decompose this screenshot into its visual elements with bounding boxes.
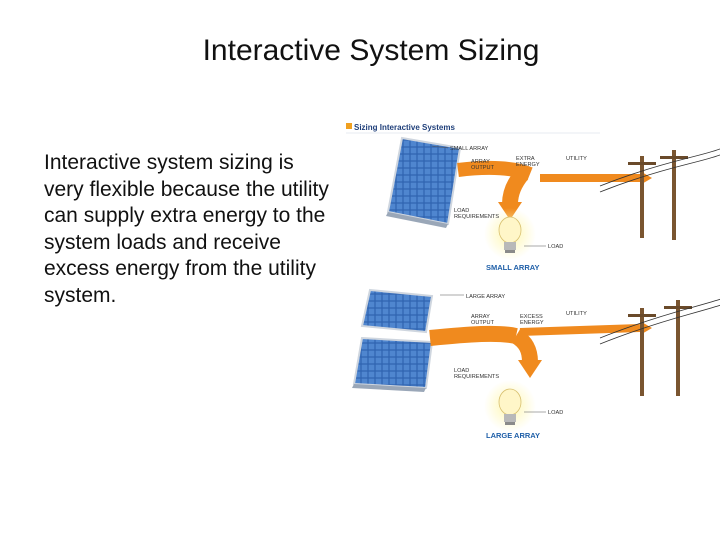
large-array-panel: LARGE ARRAY ARRAY OUTPUT EXCESS ENERGY U… <box>352 288 720 440</box>
large-load-label: LOAD <box>548 410 563 416</box>
diagram-header: Sizing Interactive Systems <box>346 123 600 134</box>
solar-panel-icon <box>386 136 462 228</box>
small-load-requirements-label-1: LOAD <box>454 208 469 214</box>
small-array-caption: SMALL ARRAY <box>486 263 539 272</box>
small-array-label: SMALL ARRAY <box>450 146 489 152</box>
large-excess-energy-label-1: EXCESS <box>520 314 543 320</box>
large-excess-energy-label-2: ENERGY <box>520 320 544 326</box>
large-array-caption: LARGE ARRAY <box>486 431 540 440</box>
small-array-output-label-1: ARRAY <box>471 159 490 165</box>
large-array-output-label-2: OUTPUT <box>471 320 495 326</box>
energy-flow-arrow-icon <box>429 321 652 378</box>
small-extra-energy-label-2: ENERGY <box>516 162 540 168</box>
utility-pole-icon <box>599 146 720 240</box>
energy-flow-arrow-icon <box>457 160 652 220</box>
solar-panel-icon <box>352 288 434 392</box>
light-bulb-icon <box>484 380 536 432</box>
small-load-requirements-label-2: REQUIREMENTS <box>454 214 499 220</box>
large-array-label: LARGE ARRAY <box>466 294 505 300</box>
small-utility-label: UTILITY <box>566 156 587 162</box>
large-load-requirements-label-1: LOAD <box>454 368 469 374</box>
utility-pole-icon <box>599 297 720 396</box>
large-utility-label: UTILITY <box>566 311 587 317</box>
header-marker-icon <box>346 123 352 129</box>
small-extra-energy-label-1: EXTRA <box>516 156 535 162</box>
slide-title: Interactive System Sizing <box>202 34 540 67</box>
large-array-output-label-1: ARRAY <box>471 314 490 320</box>
slide-body-text: Interactive system sizing is very flexib… <box>44 151 329 307</box>
light-bulb-icon <box>484 208 536 260</box>
sizing-diagram: Sizing Interactive Systems <box>340 112 720 452</box>
large-load-requirements-label-2: REQUIREMENTS <box>454 374 499 380</box>
small-array-panel: SMALL ARRAY ARRAY OUTPUT EXTRA ENERGY UT… <box>386 136 720 272</box>
small-load-label: LOAD <box>548 244 563 250</box>
diagram-header-text: Sizing Interactive Systems <box>354 123 455 132</box>
small-array-output-label-2: OUTPUT <box>471 165 495 171</box>
